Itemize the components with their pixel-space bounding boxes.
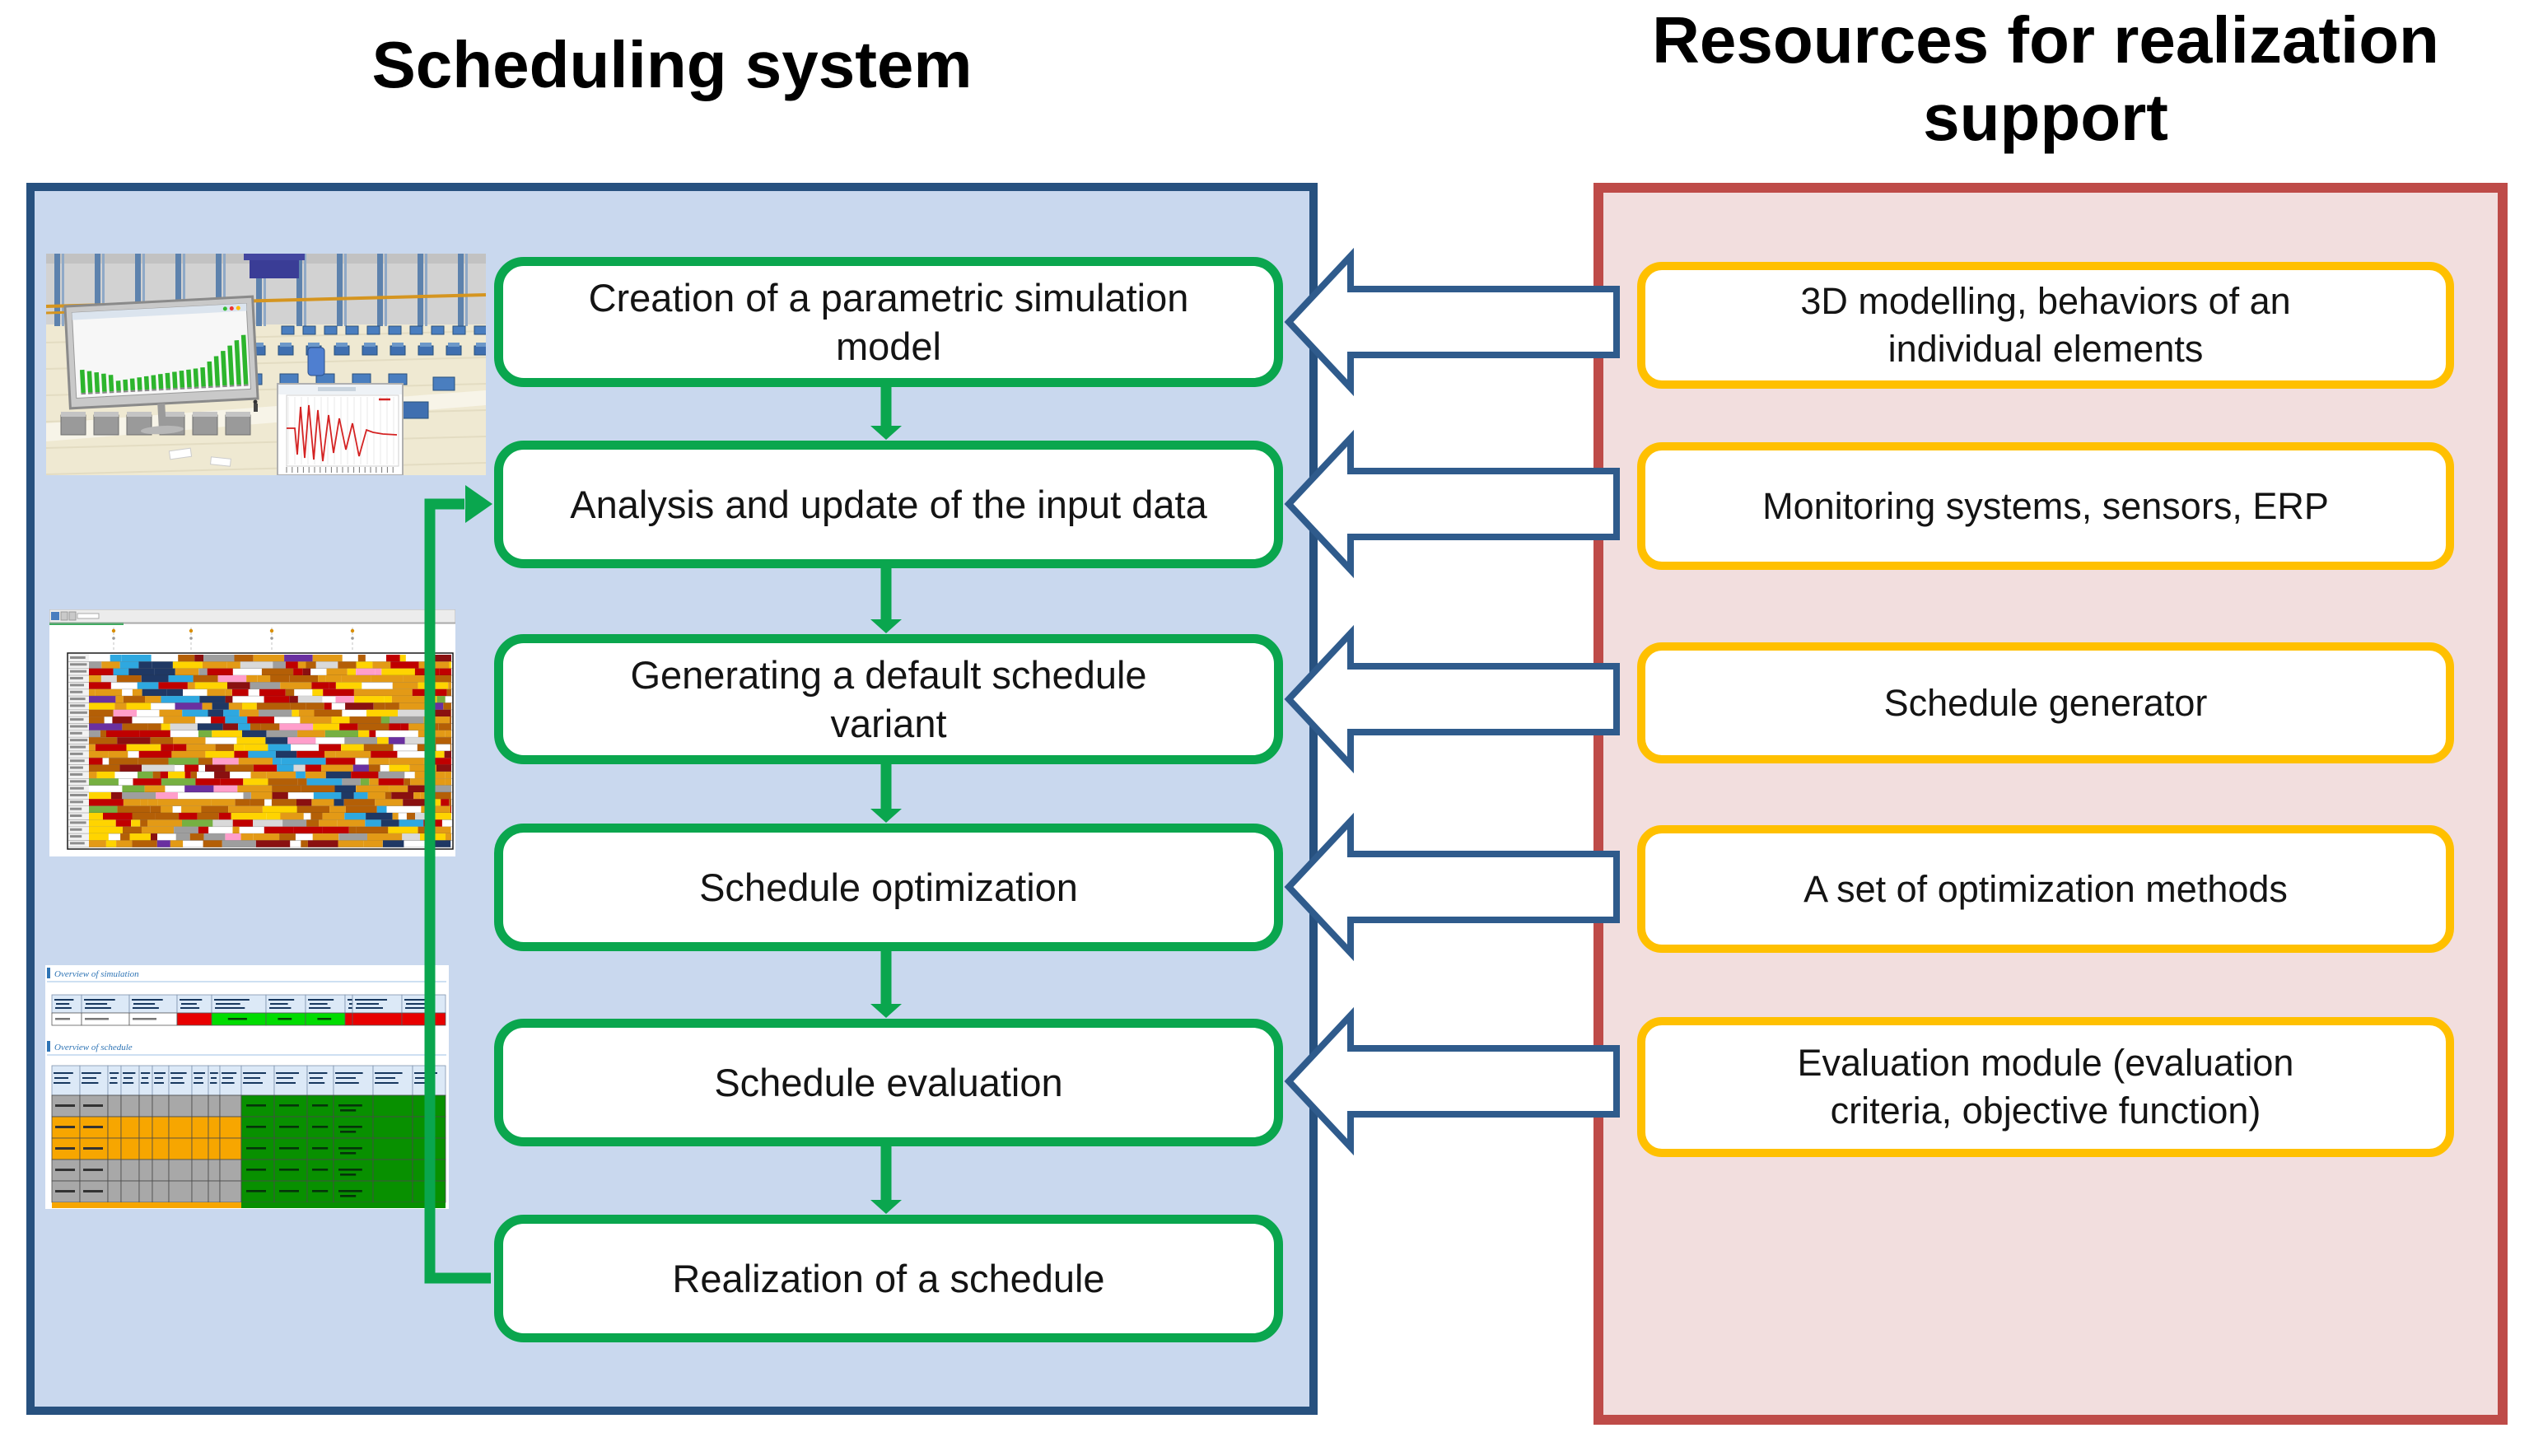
- resource-label-line: A set of optimization methods: [1803, 867, 2288, 910]
- step-label-line: Schedule optimization: [699, 865, 1078, 909]
- support-arrow-icon-1: [1284, 247, 1620, 397]
- step-label-line: Generating a default schedule: [630, 652, 1147, 697]
- schedule-overview-table-title: Overview of schedule: [54, 1043, 133, 1052]
- step-label: Realization of a schedule: [672, 1254, 1104, 1303]
- step-label: Schedule optimization: [699, 863, 1078, 912]
- step-analysis-update-input-data: Analysis and update of the input data: [494, 441, 1283, 568]
- support-arrow-icon-5: [1284, 1006, 1620, 1156]
- support-arrow-icon-2: [1284, 429, 1620, 579]
- step-creation-of-simulation-model: Creation of a parametric simulation mode…: [494, 257, 1283, 387]
- step-label-line: Analysis and update of the input data: [570, 482, 1207, 526]
- step-label: Analysis and update of the input data: [570, 480, 1206, 529]
- support-arrow-icon-4: [1284, 812, 1620, 962]
- resource-label: A set of optimization methods: [1803, 866, 2288, 913]
- step-label: Creation of a parametric simulation mode…: [589, 273, 1189, 371]
- gantt-schedule-screenshot: [49, 609, 455, 856]
- resource-label-line: 3D modelling, behaviors of an: [1800, 280, 2291, 323]
- step-schedule-evaluation: Schedule evaluation: [494, 1019, 1283, 1146]
- resource-label: Schedule generator: [1884, 679, 2208, 727]
- step-label: Schedule evaluation: [714, 1058, 1062, 1107]
- resource-evaluation-module: Evaluation module (evaluation criteria, …: [1637, 1017, 2454, 1157]
- 3d-simulation-screenshot: [46, 254, 486, 475]
- step-label-line: Creation of a parametric simulation: [588, 275, 1189, 320]
- step-generating-default-schedule: Generating a default schedule variant: [494, 634, 1283, 764]
- resource-label-line: Monitoring systems, sensors, ERP: [1762, 484, 2329, 527]
- step-label-line: Schedule evaluation: [714, 1060, 1063, 1104]
- step-schedule-optimization: Schedule optimization: [494, 824, 1283, 951]
- step-label-line: variant: [830, 702, 947, 745]
- left-column-title: Scheduling system: [371, 28, 973, 101]
- resource-monitoring-systems: Monitoring systems, sensors, ERP: [1637, 442, 2454, 570]
- right-title-line-2: support: [1923, 81, 2168, 155]
- resource-schedule-generator: Schedule generator: [1637, 642, 2454, 763]
- resource-label-line: Evaluation module (evaluation: [1797, 1042, 2294, 1085]
- step-label-line: Realization of a schedule: [672, 1256, 1105, 1300]
- resource-label: 3D modelling, behaviors of an individual…: [1800, 278, 2290, 372]
- resource-label-line: Schedule generator: [1883, 681, 2208, 724]
- right-title-line-1: Resources for realization: [1652, 3, 2439, 77]
- step-label-line: model: [835, 324, 941, 368]
- step-label: Generating a default schedule variant: [630, 651, 1146, 748]
- support-arrow-icon-3: [1284, 624, 1620, 774]
- resource-label: Monitoring systems, sensors, ERP: [1762, 483, 2329, 530]
- resource-label: Evaluation module (evaluation criteria, …: [1798, 1039, 2294, 1134]
- resource-optimization-methods: A set of optimization methods: [1637, 825, 2454, 953]
- step-realization-of-schedule: Realization of a schedule: [494, 1215, 1283, 1342]
- simulation-overview-table-title: Overview of simulation: [54, 969, 139, 979]
- resource-3d-modelling: 3D modelling, behaviors of an individual…: [1637, 262, 2454, 389]
- resource-label-line: criteria, objective function): [1830, 1090, 2261, 1132]
- right-column-title: Resources for realization support: [1548, 2, 2543, 157]
- resource-label-line: individual elements: [1887, 328, 2204, 370]
